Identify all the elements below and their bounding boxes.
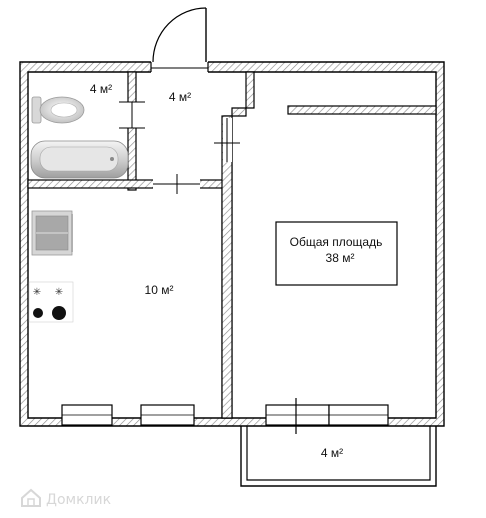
- svg-text:✳: ✳: [55, 287, 63, 298]
- entrance-door: [150, 7, 209, 73]
- svg-text:✳: ✳: [33, 287, 41, 298]
- wall-kitchen-room: [221, 115, 233, 419]
- toilet-icon: [31, 96, 85, 124]
- kitchen-area-label: 10 м²: [145, 283, 174, 297]
- watermark-text: Домклик: [46, 492, 111, 508]
- bathtub-icon: [30, 140, 129, 179]
- hall-area-label: 4 м²: [169, 90, 191, 104]
- domclick-logo-icon: [21, 488, 41, 507]
- sink-icon: [31, 210, 73, 256]
- total-area-title: Общая площадь: [290, 235, 383, 249]
- total-area-value: 38 м²: [326, 251, 355, 265]
- balcony-area-label: 4 м²: [321, 446, 343, 460]
- wall-room-niche: [287, 105, 437, 115]
- balcony: [240, 426, 437, 487]
- bathroom-area-label: 4 м²: [90, 82, 112, 96]
- outer-wall: [19, 61, 445, 427]
- wall-bath-hall: [127, 71, 137, 191]
- interior-doors: [119, 101, 240, 194]
- windows: [61, 398, 389, 434]
- stove-icon: ✳ ✳: [28, 281, 74, 323]
- total-area-box: [275, 221, 398, 286]
